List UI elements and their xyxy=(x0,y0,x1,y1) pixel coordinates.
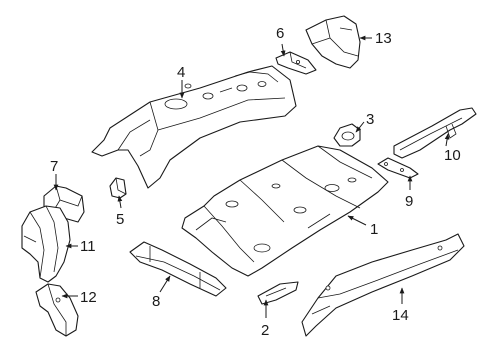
leader-6 xyxy=(280,43,286,57)
callout-9: 9 xyxy=(405,193,413,210)
callout-8: 8 xyxy=(152,293,160,310)
callout-13: 13 xyxy=(375,30,392,47)
callout-1: 1 xyxy=(370,221,378,238)
part-9-bracket xyxy=(377,157,419,179)
part-13-reinforcement xyxy=(305,15,361,69)
callout-11: 11 xyxy=(80,238,96,255)
leader-3 xyxy=(355,121,365,133)
leader-10 xyxy=(444,133,450,147)
leader-8 xyxy=(159,275,171,293)
part-6-bracket xyxy=(275,51,317,75)
part-3-plug xyxy=(333,123,361,147)
callout-7: 7 xyxy=(50,158,58,175)
callout-3: 3 xyxy=(366,111,374,128)
part-4-rear-floor-pan xyxy=(91,65,297,189)
part-10-side-rail xyxy=(393,107,477,159)
part-8-crossmember xyxy=(129,241,227,297)
leader-5 xyxy=(117,195,123,209)
part-14-rocker xyxy=(301,233,465,337)
part-12-extension xyxy=(35,283,79,337)
callout-2: 2 xyxy=(261,322,269,339)
part-1-main-floor-pan xyxy=(181,145,389,277)
part-11-wheelhouse xyxy=(21,205,71,283)
callout-4: 4 xyxy=(177,64,185,81)
callout-10: 10 xyxy=(444,147,461,164)
callout-6: 6 xyxy=(276,25,284,42)
callout-12: 12 xyxy=(80,289,97,306)
leader-1 xyxy=(347,215,367,226)
leader-lines xyxy=(53,35,450,318)
callout-14: 14 xyxy=(392,307,409,324)
part-2-plate xyxy=(257,281,299,305)
callout-5: 5 xyxy=(116,211,124,228)
part-5-bracket xyxy=(109,177,127,199)
callout-labels: 1 2 3 4 5 6 7 8 9 10 11 12 13 14 xyxy=(50,25,461,339)
